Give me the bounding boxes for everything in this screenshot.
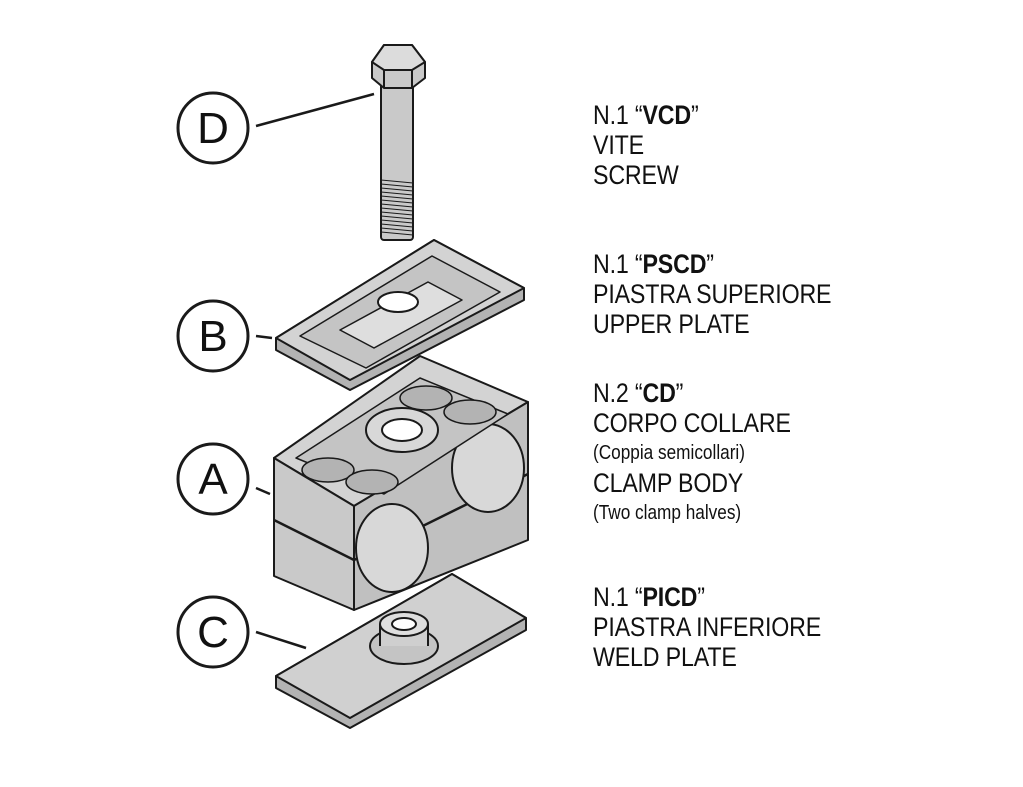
screw-hex-top [371, 44, 426, 71]
legend-screw-code: VCD [642, 100, 691, 130]
clamp-top-bore-b [345, 469, 399, 495]
legend-clamp-body-qty: N.2 [593, 378, 629, 408]
clamp-center-hole [381, 418, 423, 442]
callout-circle-a [176, 442, 250, 516]
weld-plate-nut-hole [391, 617, 417, 631]
clamp-top-bore-a [301, 457, 355, 483]
weld-plate-part-c [275, 573, 527, 729]
callout-c: C [176, 595, 250, 669]
clamp-top-bore-c [399, 385, 453, 411]
leader-line-a [255, 486, 271, 496]
clamp-top-bore-d [443, 399, 497, 425]
legend-screw: N.1 “VCD” VITE SCREW [593, 100, 716, 190]
upper-plate-hole [377, 291, 419, 313]
legend-clamp-body-english-note: (Two clamp halves) [593, 502, 742, 524]
legend-clamp-body: N.2 “CD” CORPO COLLARE (Coppia semicolla… [593, 378, 823, 528]
legend-screw-close-quote: ” [690, 100, 699, 130]
legend-upper-plate-qty: N.1 [593, 249, 629, 279]
legend-clamp-body-english: CLAMP BODY [593, 468, 744, 498]
clamp-bore-left [355, 503, 429, 593]
callout-a: A [176, 442, 250, 516]
legend-clamp-body-close-quote: ” [675, 378, 684, 408]
callout-letter-c: C [197, 608, 229, 657]
leader-line-c [255, 630, 307, 650]
callout-letter-d: D [197, 104, 229, 153]
legend-weld-plate-italian: PIASTRA INFERIORE [593, 612, 822, 642]
callout-circle-b [176, 299, 250, 373]
legend-clamp-body-code-line: N.2 “CD” [593, 378, 791, 408]
legend-weld-plate-qty: N.1 [593, 582, 629, 612]
legend-clamp-body-italian-note: (Coppia semicollari) [593, 442, 745, 464]
legend-upper-plate-code-line: N.1 “PSCD” [593, 249, 831, 279]
callout-b: B [176, 299, 250, 373]
legend-screw-italian: VITE [593, 130, 644, 160]
legend-clamp-body-open-quote: “ [634, 378, 643, 408]
legend-upper-plate-code: PSCD [642, 249, 707, 279]
legend-screw-open-quote: “ [634, 100, 643, 130]
legend-clamp-body-code: CD [642, 378, 676, 408]
legend-upper-plate: N.1 “PSCD” PIASTRA SUPERIORE UPPER PLATE [593, 249, 870, 339]
legend-upper-plate-close-quote: ” [706, 249, 714, 279]
legend-upper-plate-english: UPPER PLATE [593, 309, 750, 339]
legend-weld-plate-close-quote: ” [697, 582, 705, 612]
legend-weld-plate-open-quote: “ [634, 582, 643, 612]
leader-line-d [255, 92, 375, 128]
callout-circle-c [176, 595, 250, 669]
leader-lines [255, 92, 375, 650]
upper-plate-part-b [275, 239, 525, 391]
clamp-body-part-a [273, 355, 529, 611]
legend-screw-code-line: N.1 “VCD” [593, 100, 699, 130]
callout-circle-d [176, 91, 250, 165]
screw-part-d [371, 44, 426, 241]
legend-weld-plate: N.1 “PICD” PIASTRA INFERIORE WELD PLATE [593, 582, 858, 672]
legend-screw-qty: N.1 [593, 100, 629, 130]
callout-letter-b: B [198, 312, 227, 361]
legend-clamp-body-italian: CORPO COLLARE [593, 408, 791, 438]
screw-shank [380, 77, 414, 241]
legend-upper-plate-open-quote: “ [634, 249, 643, 279]
legend-upper-plate-italian: PIASTRA SUPERIORE [593, 279, 832, 309]
screw-threads [380, 179, 414, 236]
legend-weld-plate-code-line: N.1 “PICD” [593, 582, 821, 612]
callout-d: D [176, 91, 250, 165]
legend-weld-plate-code: PICD [642, 582, 698, 612]
legend-weld-plate-english: WELD PLATE [593, 642, 737, 672]
callout-letter-a: A [198, 455, 228, 504]
legend-screw-english: SCREW [593, 160, 679, 190]
leader-line-b [255, 334, 273, 340]
